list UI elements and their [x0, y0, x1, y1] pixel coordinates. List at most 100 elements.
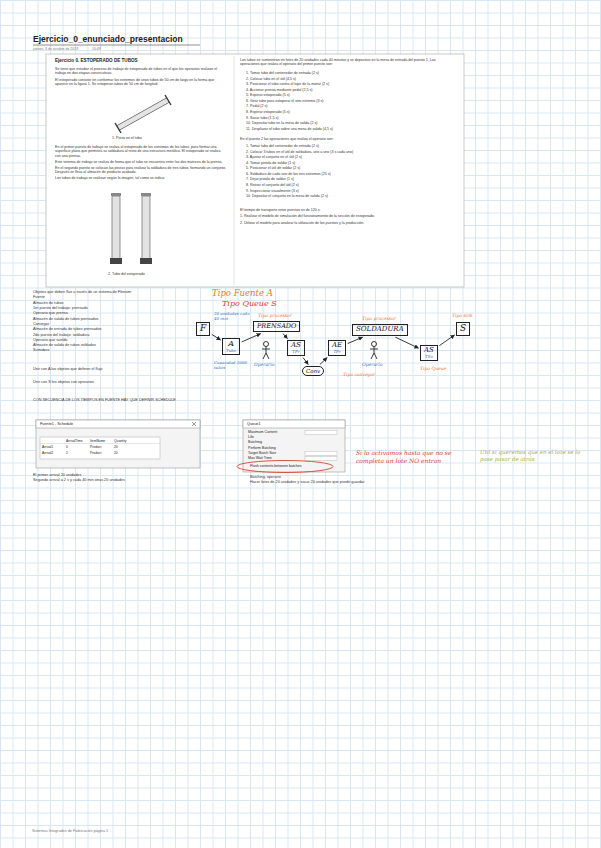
node-label: A: [226, 340, 236, 349]
flow-arrow: [303, 358, 308, 365]
text-line: 9. Sacar tubo (1,5 s): [246, 116, 456, 122]
text-line: En el segundo puesto se colocan las piez…: [55, 166, 227, 175]
text-line: Queue1: [247, 422, 261, 427]
text-line: 1. Realizar el modelo de simulación del …: [240, 214, 456, 218]
table-cell: ArrivalTime: [66, 439, 90, 443]
text-line: 7. Pedal (2 s): [246, 104, 456, 110]
text-group: Operario: [362, 362, 382, 368]
text-group: 1. Tomar tubo del contenedor de entrada …: [246, 71, 456, 132]
text-group: 20 unidades cada 40 min: [214, 311, 251, 321]
handwritten-note: Tipo sink: [452, 313, 473, 319]
text-line: Se tiene que estudiar el proceso de trab…: [55, 67, 227, 76]
text-line: Perform Batching: [248, 446, 277, 451]
text-group: 10:49: [92, 47, 101, 51]
text-group: Objetos que deben fluir a través de un s…: [33, 290, 193, 354]
table-cell: Arrival1: [42, 445, 66, 449]
table-cell: Arrival2: [42, 451, 66, 455]
text-line: Flush contents between batches: [250, 464, 302, 468]
text-line: 2do puesto del trabajo: soldadura: [33, 333, 193, 338]
text-line: 5. Esperar estoperado (5 s): [246, 93, 456, 99]
text-line: Operario que prensa: [33, 311, 193, 316]
text-group: Tipo processor: [362, 316, 396, 322]
text-line: Almacén de salida de tubos soldados: [33, 343, 193, 348]
text-line: Unir con S los objetos con operarios: [33, 380, 193, 385]
text-line: 2. Colocar 3 tubos en el útil de soldadu…: [246, 150, 456, 156]
text-line: 2. Tubo del estoperado: [108, 272, 145, 276]
node-sublabel: TSo: [424, 355, 434, 359]
operator-figure: [370, 342, 378, 360]
text-group: Flush contents between batches: [250, 464, 302, 468]
text-group: El primer arrival 20 unidadesSegundo arr…: [33, 473, 233, 482]
node-label: AS: [424, 347, 434, 355]
text-line: Hacer lotes de 20 unidades y sacar 20 un…: [250, 480, 450, 485]
handwritten-note: 20 unidades cada 40 min: [214, 311, 251, 321]
text-group: Tipo Fuente A: [212, 288, 273, 299]
text-group: Sistemas Integrados de Fabricación págin…: [32, 829, 108, 834]
text-line: Lifo: [248, 435, 277, 440]
text-group: Unir con S los objetos con operarios: [33, 380, 193, 385]
table-cell: 0: [66, 445, 90, 449]
node-sublabel: Tubo: [226, 349, 236, 353]
text-group: Ejercicio 0. ESTOPERADO DE TUBOS: [55, 58, 138, 64]
table-cell: 20: [114, 445, 138, 449]
table-cell: 20: [114, 451, 138, 455]
handwritten-note: Operario: [362, 362, 382, 368]
flow-arrow: [348, 337, 363, 343]
text-group: Capacidad 1000 tubos: [214, 360, 250, 370]
text-line: 1. Pieza en el tubo: [112, 136, 142, 140]
text-group: Unir con A los objetos que definen el fl…: [33, 367, 193, 372]
text-line: El tiempo de transporte entre puestos es…: [240, 208, 456, 212]
text-group: Útil si queremos que en el lote se lo pa…: [480, 449, 585, 463]
process-box: Conv: [302, 366, 324, 376]
table-cell: 2: [66, 451, 90, 455]
text-line: Sistemas Integrados de Fabricación págin…: [32, 829, 108, 834]
text-line: 6. Girar tubo para estoperar el otro ext…: [246, 99, 456, 105]
text-line: Conveyor: [33, 322, 193, 327]
text-group: Queue1: [247, 422, 261, 427]
node-label: AS: [291, 342, 301, 350]
text-line: En el primer puesto de trabajo se realiz…: [55, 145, 227, 158]
document-image: [46, 54, 464, 287]
flow-arrow: [212, 334, 221, 340]
text-line: Objetos que deben fluir a través de un s…: [33, 290, 193, 295]
text-line: Almacén de tubos: [33, 301, 193, 306]
highlight-ellipse: [237, 461, 333, 473]
text-group: Arrival10Product20: [42, 445, 138, 449]
table-cell: Quantity: [114, 439, 138, 443]
text-line: Fuente: [33, 295, 193, 300]
handwritten-note: Operario: [254, 362, 274, 368]
text-group: Maximum ContentLifoBatchingPerform Batch…: [248, 430, 277, 461]
text-group: Tipo Queue: [420, 366, 446, 372]
text-line: 9. Inspeccionar visualmente (3 s): [246, 189, 456, 195]
text-line: jueves, 3 de octubre de 2019: [33, 47, 78, 51]
handwritten-note: Útil si queremos que en el lote se lo pa…: [480, 449, 585, 463]
text-group: CON SECUENCIA DE LOS TIEMPOS EN FUENTE H…: [33, 398, 203, 403]
text-line: 7. Dejar pistola de soldar (1 s): [246, 177, 456, 183]
text-line: Unir con A los objetos que definen el fl…: [33, 367, 193, 372]
flow-arrow: [242, 334, 261, 342]
process-box: AETPr: [328, 340, 346, 356]
table-cell: Product: [90, 451, 114, 455]
handwritten-note: Tipo Queue S: [222, 299, 277, 309]
text-group: jueves, 3 de octubre de 2019: [33, 47, 78, 51]
text-group: El tiempo de transporte entre puestos es…: [240, 208, 456, 225]
text-line: 2. Utilizar el modelo para analizar la u…: [240, 221, 456, 225]
text-line: Sumidero: [33, 348, 193, 353]
text-line: Este sistema de trabajo se realiza de fo…: [55, 160, 227, 164]
handwritten-note: Tipo processor: [362, 316, 396, 322]
schedule-dialog: [36, 420, 200, 468]
text-line: 1. Tomar tubo del contenedor de entrada …: [246, 71, 456, 77]
process-box: ASTSo: [420, 345, 438, 361]
text-line: Almacén de entrada de tubos prensados: [33, 327, 193, 332]
text-line: 8. Esperar estoperado (5 s): [246, 110, 456, 116]
text-line: Almacén de salida de tubos prensados: [33, 317, 193, 322]
process-box: SOLDADURA: [352, 324, 408, 336]
text-group: 1. Tomar tubo del contenedor de entrada …: [246, 144, 456, 200]
text-line: 3. Ajustar el conjunto en el útil (2 s): [246, 155, 456, 161]
node-sublabel: TPr: [332, 350, 342, 354]
text-line: 6. Soldadura de cada uno de los tres ext…: [246, 172, 456, 178]
text-line: 11. Desplazar el tubo sobre una mesa de …: [246, 127, 456, 133]
text-line: 2. Colocar tubo en el útil (4,5 s): [246, 77, 456, 83]
node-label: F: [200, 324, 206, 334]
text-group: Se tiene que estudiar el proceso de trab…: [55, 67, 227, 87]
